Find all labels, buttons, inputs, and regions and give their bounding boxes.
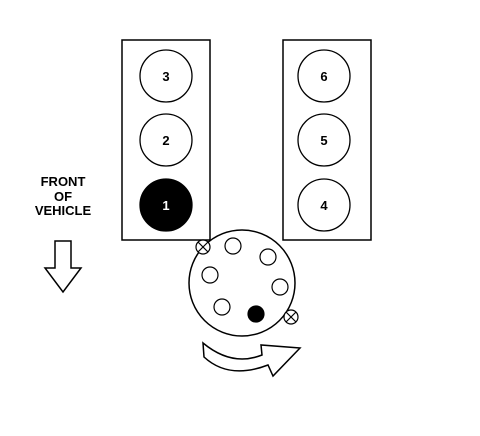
distributor-terminal bbox=[259, 248, 277, 266]
distributor-terminal bbox=[213, 298, 231, 316]
cylinder-1-circle bbox=[139, 178, 193, 232]
distributor-cap bbox=[188, 229, 296, 337]
x-circle-icon bbox=[195, 239, 211, 255]
front-label-line2: OF bbox=[54, 189, 72, 204]
cylinder-5-circle bbox=[297, 113, 351, 167]
curved-right-arrow-icon bbox=[202, 341, 302, 378]
distributor-terminal-cylinder-1 bbox=[247, 305, 265, 323]
cylinder-3-circle bbox=[139, 49, 193, 103]
cylinder-6: 6 bbox=[297, 49, 351, 103]
cylinder-5: 5 bbox=[297, 113, 351, 167]
front-label-line1: FRONT bbox=[41, 174, 86, 189]
down-arrow-icon bbox=[43, 240, 83, 294]
cylinder-1-label: 1 bbox=[162, 198, 169, 213]
cylinder-4-label: 4 bbox=[320, 198, 328, 213]
cylinder-2: 2 bbox=[139, 113, 193, 167]
front-of-vehicle-label: FRONT OF VEHICLE bbox=[35, 174, 92, 218]
cylinder-1: 1 bbox=[139, 178, 193, 232]
left-cylinder-bank: 3 2 1 bbox=[121, 39, 211, 241]
cylinder-4-circle bbox=[297, 178, 351, 232]
distributor-terminal bbox=[201, 266, 219, 284]
x-circle-icon bbox=[283, 309, 299, 325]
cylinder-4: 4 bbox=[297, 178, 351, 232]
right-cylinder-bank: 6 5 4 bbox=[282, 39, 372, 241]
cylinder-3-label: 3 bbox=[162, 69, 169, 84]
distributor-terminal bbox=[224, 237, 242, 255]
cylinder-2-circle bbox=[139, 113, 193, 167]
front-label-line3: VEHICLE bbox=[35, 203, 92, 218]
cylinder-5-label: 5 bbox=[320, 133, 327, 148]
cylinder-6-circle bbox=[297, 49, 351, 103]
distributor-terminal bbox=[271, 278, 289, 296]
cylinder-3: 3 bbox=[139, 49, 193, 103]
cylinder-2-label: 2 bbox=[162, 133, 169, 148]
cylinder-6-label: 6 bbox=[320, 69, 327, 84]
